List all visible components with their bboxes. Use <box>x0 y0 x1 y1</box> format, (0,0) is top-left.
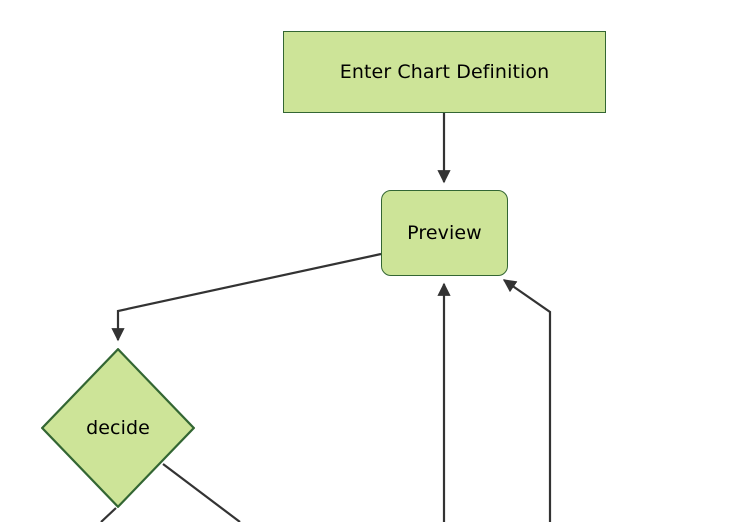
edge-preview-to-decide <box>111 252 382 342</box>
node-label-decide: decide <box>86 416 150 439</box>
node-decide[interactable]: decide <box>41 348 195 508</box>
node-preview[interactable]: Preview <box>381 190 508 276</box>
diamond-shape-icon <box>41 348 195 508</box>
edge-bottom-right-to-preview <box>502 279 552 522</box>
node-label-preview: Preview <box>407 221 482 244</box>
node-enter-chart-definition[interactable]: Enter Chart Definition <box>283 31 606 113</box>
edge-decide-right-out <box>162 463 241 522</box>
edge-decide-bottom-out <box>100 507 117 522</box>
node-label-enter-chart-definition: Enter Chart Definition <box>339 60 550 83</box>
